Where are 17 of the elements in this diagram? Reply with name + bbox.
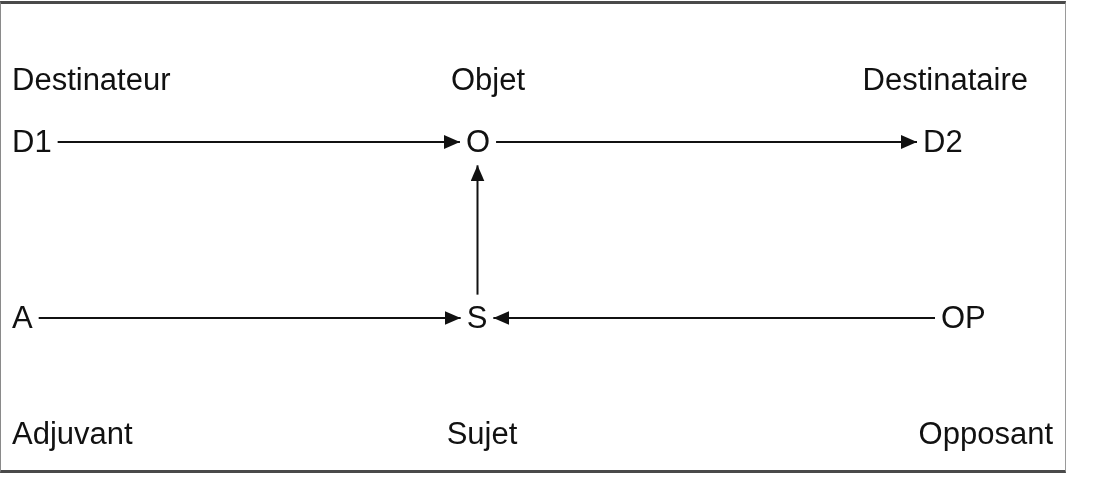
role-label: Destinataire	[862, 62, 1028, 98]
actant-symbol: S	[466, 300, 488, 336]
role-label: Opposant	[918, 416, 1053, 452]
actant-symbol: D2	[923, 124, 963, 160]
actant-symbol: OP	[941, 300, 986, 336]
role-label: Sujet	[446, 416, 518, 452]
role-label: Destinateur	[12, 62, 171, 98]
arrow	[492, 311, 936, 325]
arrow	[470, 164, 485, 296]
role-label: Adjuvant	[12, 416, 133, 452]
arrow	[37, 311, 462, 325]
role-label: Objet	[450, 62, 526, 98]
actant-symbol: D1	[12, 124, 52, 160]
arrow	[56, 135, 461, 149]
actant-symbol: O	[465, 124, 491, 160]
actant-symbol: A	[12, 300, 33, 336]
arrow	[495, 135, 918, 149]
